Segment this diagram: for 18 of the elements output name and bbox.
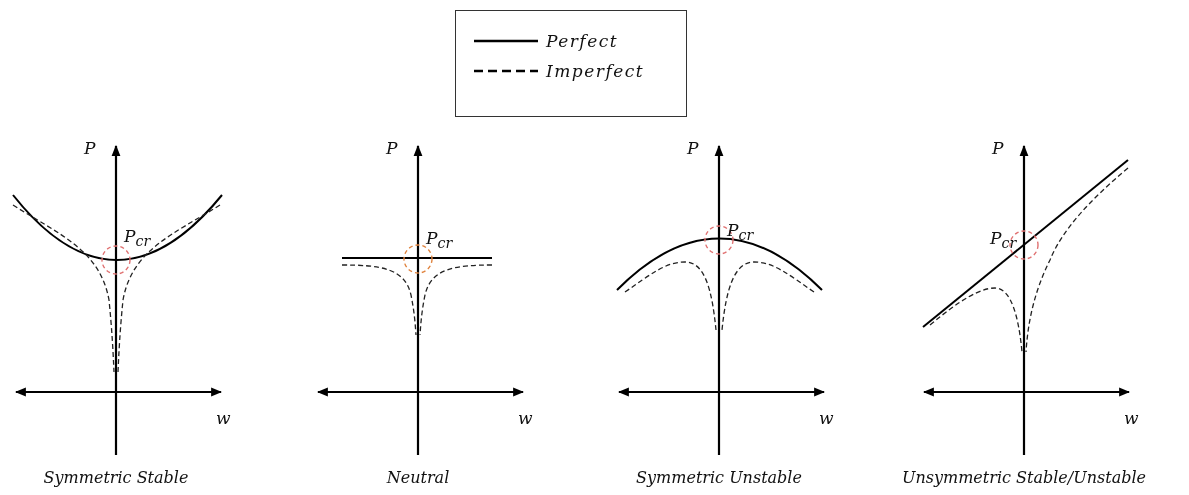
axis-label: w [518,408,533,428]
axis-label: P [386,138,398,158]
axis-label: w [819,408,834,428]
legend-label: Imperfect [546,61,645,81]
axis-label: P [992,138,1004,158]
panel-caption: Symmetric Stable [43,468,189,487]
axis-label: w [1124,408,1139,428]
axis-label: w [216,408,231,428]
panel-caption: Unsymmetric Stable/Unstable [902,468,1146,487]
axis-label: P [687,138,699,158]
axis-label: P$_{cr}$ [124,226,151,252]
axis-label: P$_{cr}$ [727,220,754,246]
axis-label: P [84,138,96,158]
axis-label: P$_{cr}$ [426,228,453,254]
axis-label: P$_{cr}$ [990,228,1017,254]
legend-label: Perfect [546,31,619,51]
panel-caption: Symmetric Unstable [636,468,802,487]
panel-caption: Neutral [386,468,450,487]
